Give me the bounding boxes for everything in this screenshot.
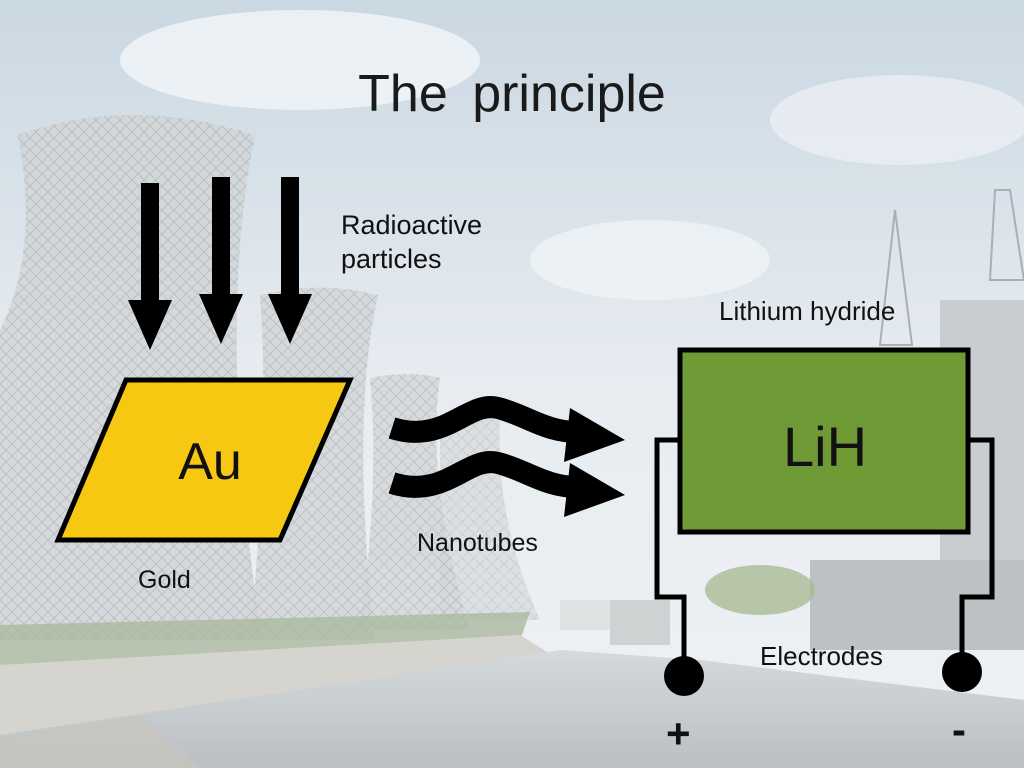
- negative-electrode-terminal: [942, 652, 982, 692]
- nanotubes-label: Nanotubes: [417, 529, 538, 557]
- lithium-hydride-block: [677, 347, 971, 535]
- down-arrow-icon: [268, 177, 312, 344]
- electrodes-label: Electrodes: [760, 641, 883, 671]
- wavy-arrow-icon: [388, 451, 625, 517]
- gold-label: Gold: [138, 566, 191, 594]
- gold-symbol: Au: [178, 433, 242, 491]
- lithium-hydride-label: Lithium hydride: [719, 296, 896, 326]
- radioactive-particles-label: Radioactive particles: [341, 210, 483, 274]
- nanotube-arrows: [388, 396, 625, 517]
- down-arrow-icon: [128, 183, 172, 350]
- plus-sign: +: [666, 710, 691, 757]
- gold-plate: [54, 377, 354, 543]
- positive-electrode-terminal: [664, 656, 704, 696]
- radiation-arrows: [128, 177, 312, 350]
- lih-symbol: LiH: [782, 415, 868, 478]
- down-arrow-icon: [199, 177, 243, 344]
- slide-title: The principle: [358, 65, 666, 123]
- minus-sign: -: [952, 706, 966, 753]
- electrode-wires: [654, 437, 995, 672]
- wavy-arrow-icon: [388, 396, 625, 462]
